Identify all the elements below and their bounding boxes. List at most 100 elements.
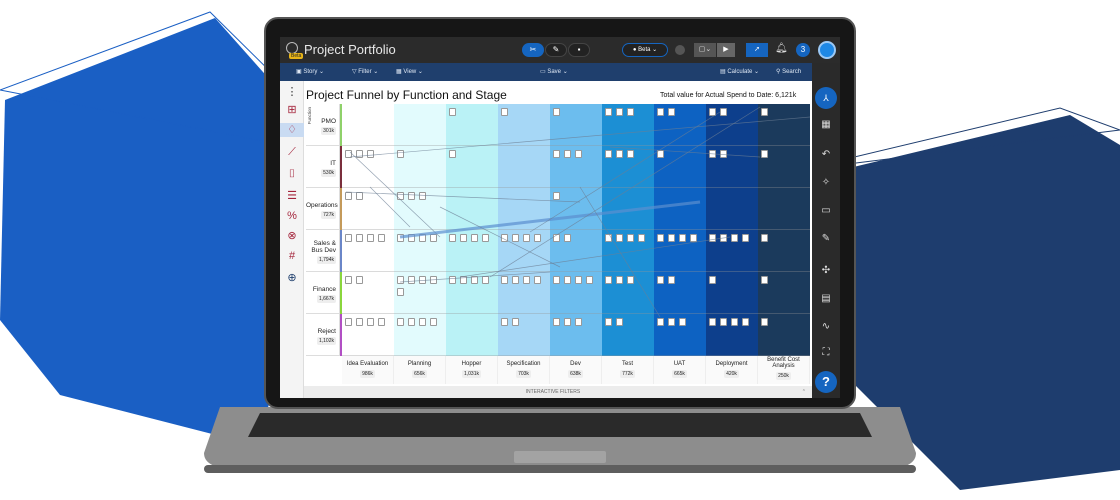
project-card[interactable] bbox=[553, 192, 560, 200]
sparkle-icon[interactable]: ✧ bbox=[821, 177, 831, 188]
project-card[interactable] bbox=[668, 318, 675, 326]
project-card[interactable] bbox=[501, 108, 508, 116]
comment-icon[interactable]: ▭ bbox=[821, 205, 831, 216]
project-card[interactable] bbox=[512, 276, 519, 284]
project-card[interactable] bbox=[731, 234, 738, 242]
project-card[interactable] bbox=[668, 276, 675, 284]
bell-icon[interactable]: 🔔︎ bbox=[775, 43, 788, 54]
hierarchy-icon[interactable]: ⅄ bbox=[815, 87, 837, 109]
project-card[interactable] bbox=[471, 276, 478, 284]
pulse-icon[interactable]: ∿ bbox=[821, 321, 831, 332]
project-card[interactable] bbox=[586, 276, 593, 284]
project-card[interactable] bbox=[709, 318, 716, 326]
project-card[interactable] bbox=[627, 276, 634, 284]
project-card[interactable] bbox=[397, 288, 404, 296]
project-card[interactable] bbox=[668, 108, 675, 116]
project-card[interactable] bbox=[356, 276, 363, 284]
project-card[interactable] bbox=[616, 234, 623, 242]
project-card[interactable] bbox=[657, 318, 664, 326]
project-card[interactable] bbox=[553, 276, 560, 284]
range-icon[interactable]: ⌷ bbox=[288, 168, 296, 180]
project-card[interactable] bbox=[709, 108, 716, 116]
project-card[interactable] bbox=[449, 276, 456, 284]
project-card[interactable] bbox=[709, 276, 716, 284]
project-card[interactable] bbox=[690, 234, 697, 242]
save-menu[interactable]: ▭ Save ⌄ bbox=[540, 69, 568, 75]
project-card[interactable] bbox=[512, 234, 519, 242]
edit-mode-button[interactable]: ✎ bbox=[545, 43, 567, 57]
design-mode-button[interactable]: ✂ bbox=[522, 43, 544, 57]
project-card[interactable] bbox=[397, 276, 404, 284]
project-card[interactable] bbox=[356, 318, 363, 326]
project-card[interactable] bbox=[731, 318, 738, 326]
project-card[interactable] bbox=[761, 318, 768, 326]
gantt-icon[interactable]: ☰ bbox=[287, 190, 297, 202]
project-card[interactable] bbox=[564, 318, 571, 326]
project-card[interactable] bbox=[742, 318, 749, 326]
project-card[interactable] bbox=[378, 234, 385, 242]
project-card[interactable] bbox=[553, 150, 560, 158]
share-button[interactable]: ➚ bbox=[746, 43, 768, 57]
project-card[interactable] bbox=[449, 234, 456, 242]
play-button[interactable]: ▶ bbox=[717, 43, 735, 57]
project-card[interactable] bbox=[709, 234, 716, 242]
project-card[interactable] bbox=[657, 108, 664, 116]
project-card[interactable] bbox=[720, 318, 727, 326]
story-menu[interactable]: ▣ Story ⌄ bbox=[296, 69, 325, 75]
project-card[interactable] bbox=[627, 108, 634, 116]
project-card[interactable] bbox=[449, 108, 456, 116]
add-icon[interactable]: ⊕ bbox=[287, 272, 297, 284]
display-menu-button[interactable]: ▢⌄ bbox=[694, 43, 716, 57]
project-card[interactable] bbox=[378, 318, 385, 326]
project-card[interactable] bbox=[627, 150, 634, 158]
puzzle-icon[interactable]: ✣ bbox=[821, 265, 831, 276]
project-card[interactable] bbox=[553, 108, 560, 116]
help-button[interactable]: ? bbox=[815, 371, 837, 393]
more-icon[interactable]: ⋮ bbox=[286, 86, 298, 98]
project-card[interactable] bbox=[564, 276, 571, 284]
project-card[interactable] bbox=[761, 276, 768, 284]
project-card[interactable] bbox=[605, 108, 612, 116]
beta-toggle[interactable]: ● Beta ⌄ bbox=[622, 43, 668, 57]
project-card[interactable] bbox=[616, 318, 623, 326]
project-card[interactable] bbox=[761, 234, 768, 242]
project-card[interactable] bbox=[742, 234, 749, 242]
project-card[interactable] bbox=[430, 318, 437, 326]
project-card[interactable] bbox=[616, 150, 623, 158]
project-card[interactable] bbox=[575, 150, 582, 158]
project-card[interactable] bbox=[471, 234, 478, 242]
project-card[interactable] bbox=[449, 150, 456, 158]
project-card[interactable] bbox=[553, 318, 560, 326]
project-card[interactable] bbox=[397, 150, 404, 158]
project-card[interactable] bbox=[345, 192, 352, 200]
project-card[interactable] bbox=[397, 318, 404, 326]
project-card[interactable] bbox=[523, 234, 530, 242]
project-card[interactable] bbox=[523, 276, 530, 284]
project-card[interactable] bbox=[605, 150, 612, 158]
project-card[interactable] bbox=[720, 150, 727, 158]
project-card[interactable] bbox=[408, 318, 415, 326]
project-card[interactable] bbox=[668, 234, 675, 242]
project-card[interactable] bbox=[616, 276, 623, 284]
project-card[interactable] bbox=[627, 234, 634, 242]
user-avatar[interactable] bbox=[818, 41, 836, 59]
project-card[interactable] bbox=[345, 276, 352, 284]
clipboard-icon[interactable]: ▤ bbox=[821, 293, 831, 304]
trend-icon[interactable]: ⟋ bbox=[288, 146, 296, 158]
project-card[interactable] bbox=[605, 318, 612, 326]
project-card[interactable] bbox=[345, 150, 352, 158]
project-card[interactable] bbox=[534, 276, 541, 284]
project-card[interactable] bbox=[616, 108, 623, 116]
project-card[interactable] bbox=[761, 150, 768, 158]
project-card[interactable] bbox=[408, 276, 415, 284]
present-mode-button[interactable]: ▪ bbox=[568, 43, 590, 57]
project-card[interactable] bbox=[638, 234, 645, 242]
project-card[interactable] bbox=[501, 318, 508, 326]
project-card[interactable] bbox=[720, 108, 727, 116]
project-card[interactable] bbox=[345, 318, 352, 326]
project-card[interactable] bbox=[553, 234, 560, 242]
project-card[interactable] bbox=[534, 234, 541, 242]
project-card[interactable] bbox=[419, 192, 426, 200]
undo-icon[interactable]: ↶ bbox=[821, 149, 831, 160]
project-card[interactable] bbox=[761, 108, 768, 116]
